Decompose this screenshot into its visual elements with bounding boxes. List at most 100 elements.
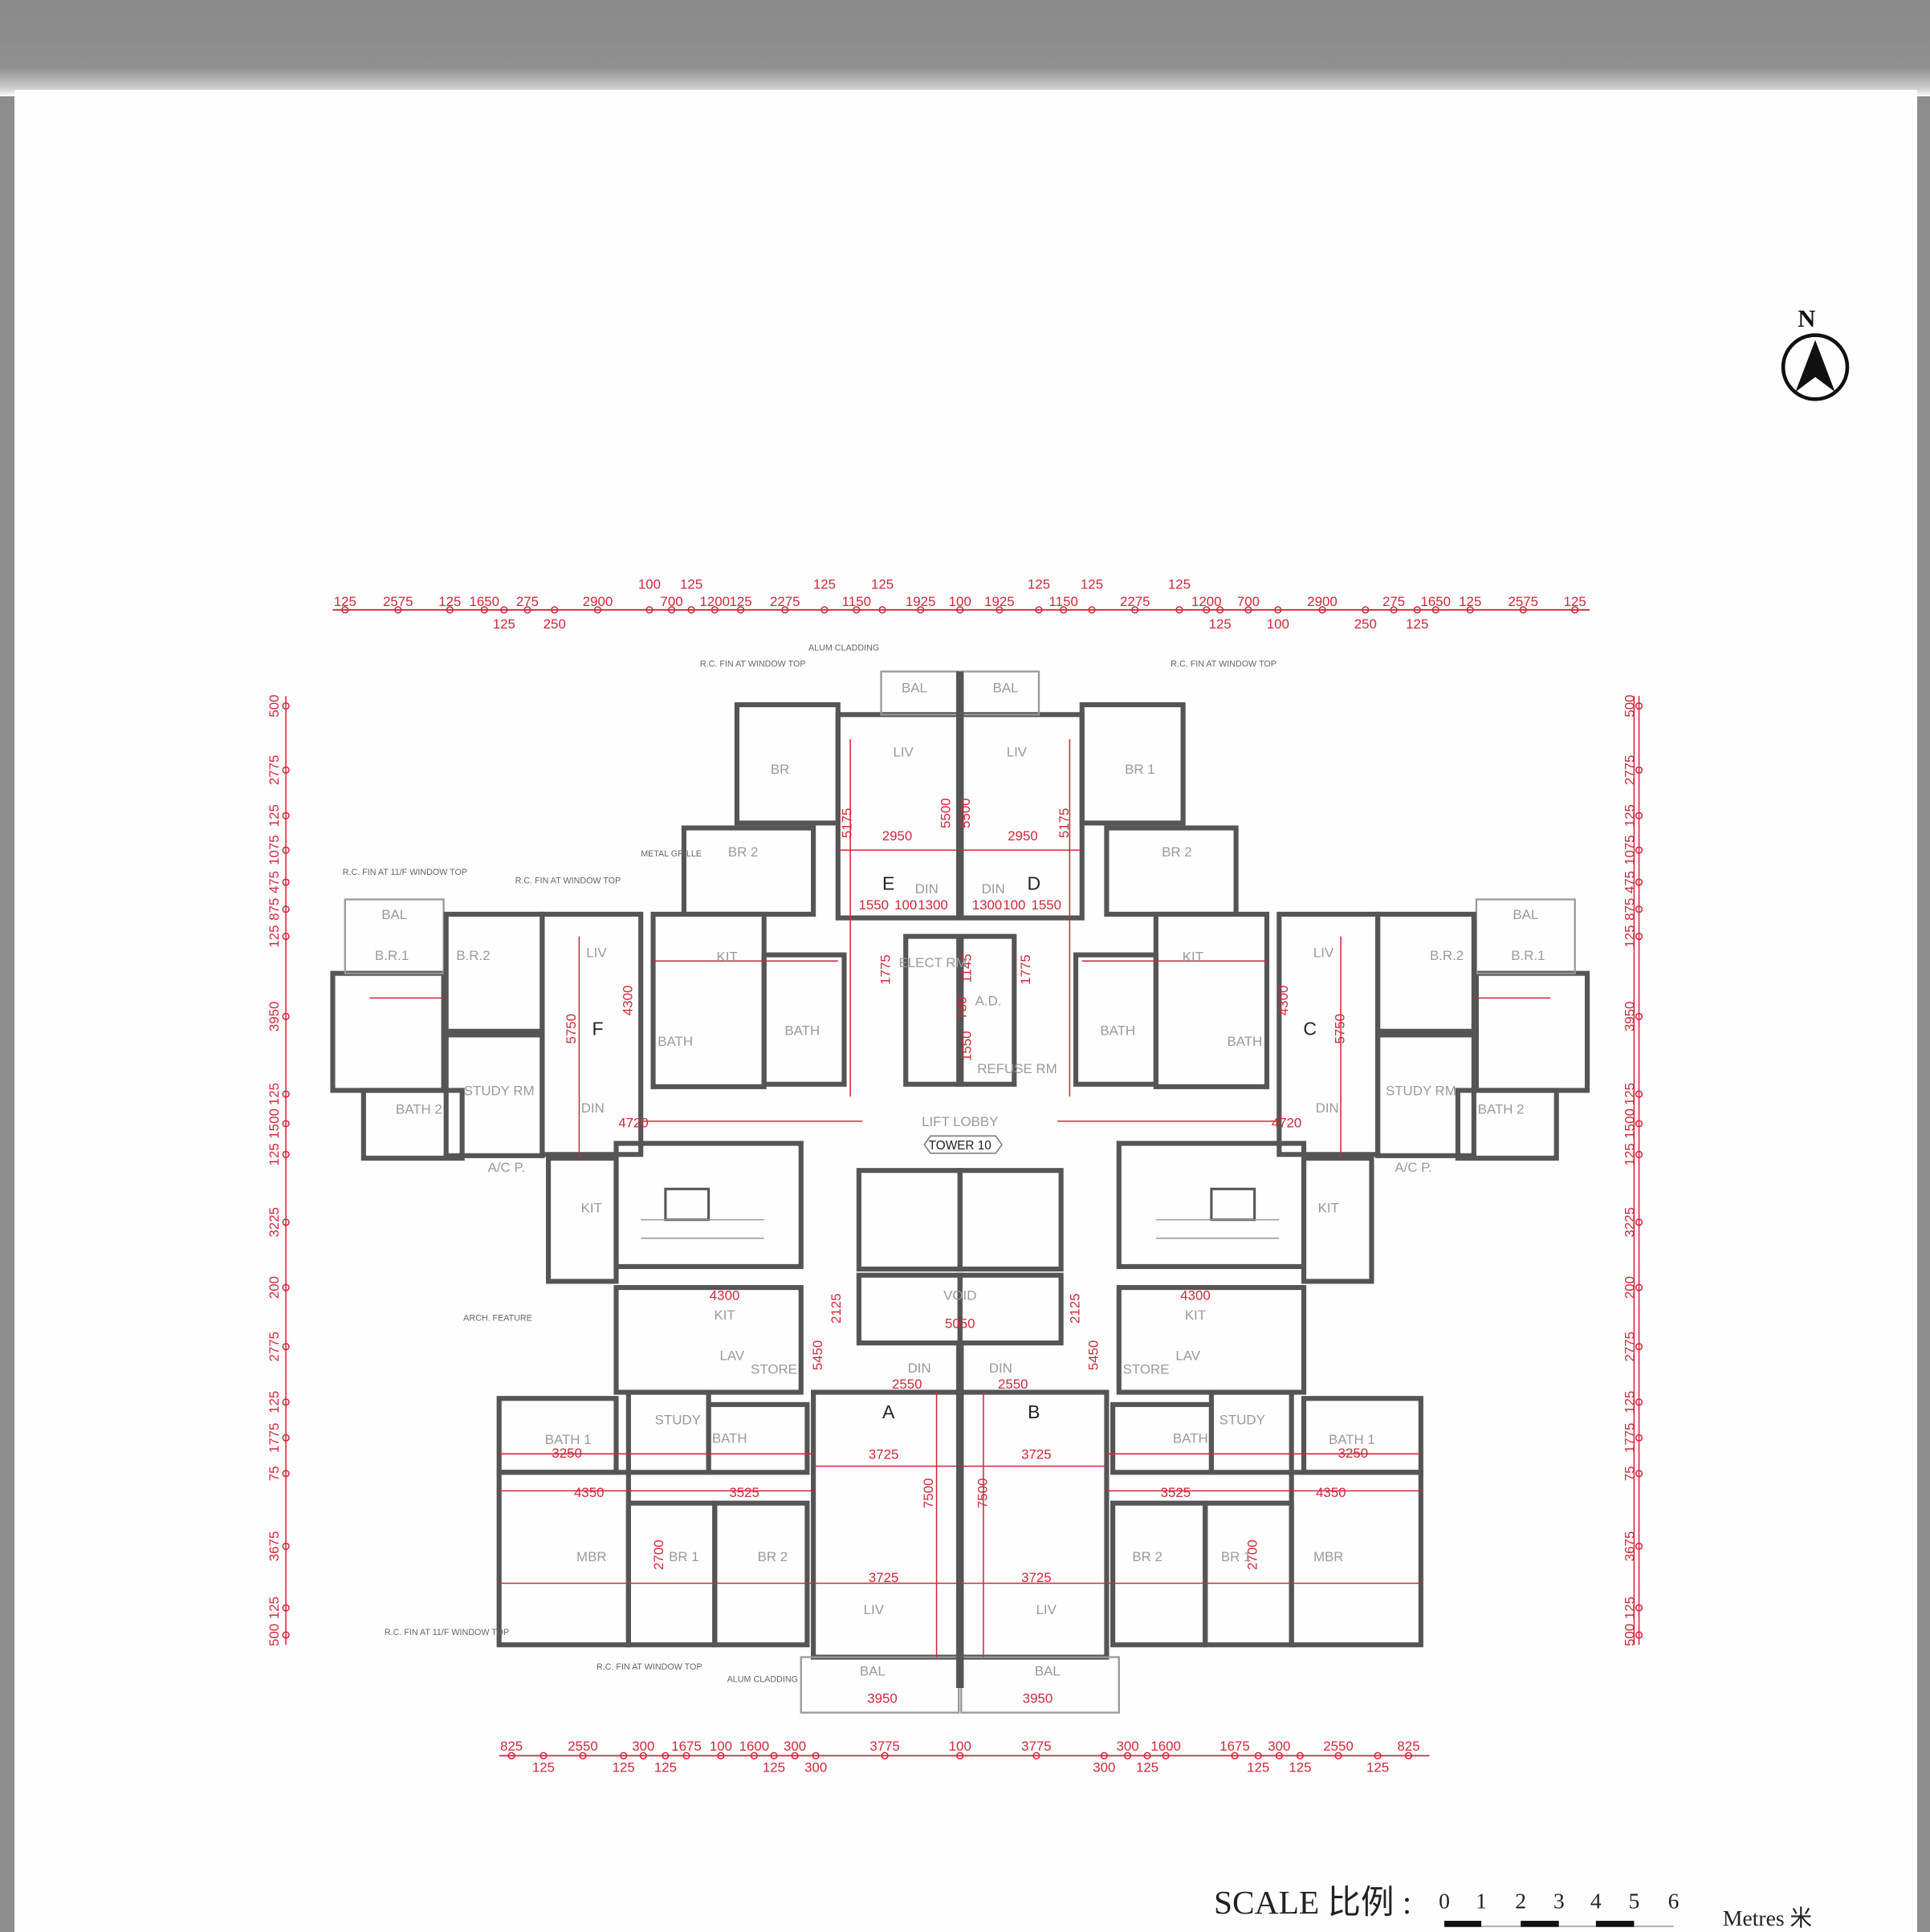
dimension-label: 1500 — [1622, 1108, 1637, 1139]
room-label: B.R.1 — [375, 948, 409, 963]
room-label: BATH — [658, 1034, 693, 1049]
dimension-tick — [282, 811, 290, 820]
compass-circle-icon — [1781, 333, 1850, 401]
dimension-label: 5175 — [1057, 808, 1072, 839]
scale-segment — [1481, 1926, 1521, 1927]
dimension-label: 1775 — [1622, 1423, 1637, 1454]
dimension-tick — [711, 606, 719, 614]
annotation-note: ALUM CLADDING — [727, 1674, 798, 1684]
room-label: LIV — [1036, 1602, 1057, 1617]
dimension-tick — [1466, 606, 1474, 614]
dimension-label: 250 — [544, 616, 566, 632]
room-label: LIV — [1007, 744, 1028, 759]
dimension-label: 4300 — [710, 1287, 740, 1303]
dimension-label: 3225 — [267, 1207, 282, 1238]
dimension-label: 1775 — [877, 954, 893, 985]
dimension-tick — [282, 1470, 290, 1478]
dimension-label: 125 — [1289, 1759, 1311, 1775]
dimension-tick — [956, 606, 964, 614]
dimension-tick — [917, 606, 925, 614]
room-label: BR 1 — [669, 1549, 699, 1564]
dimension-label: 125 — [729, 594, 751, 609]
dimension-label: 1600 — [1150, 1739, 1181, 1754]
scale-unit: Metres 米 — [1723, 1906, 1812, 1930]
room-label: BAL — [381, 907, 407, 922]
dimension-label: 1925 — [906, 594, 936, 609]
dimension-tick — [282, 1150, 290, 1158]
dimension-label: 4720 — [618, 1116, 649, 1131]
dimension-tick — [579, 1751, 587, 1759]
dimension-tick — [282, 1398, 290, 1406]
dimension-label: 125 — [267, 1083, 282, 1105]
north-label: N — [1798, 305, 1815, 332]
dimension-tick — [1362, 606, 1370, 614]
scale-segment — [1595, 1921, 1635, 1927]
dimension-label: 125 — [1622, 804, 1637, 827]
dimension-label: 7500 — [921, 1478, 936, 1509]
room-label: LAV — [1175, 1348, 1200, 1364]
dimension-label: 1300 — [918, 897, 948, 913]
scale-tick-label: 3 — [1553, 1889, 1565, 1914]
dimension-tick — [1390, 606, 1398, 614]
dimension-tick — [770, 1751, 778, 1759]
refuse-rm-label: REFUSE RM — [977, 1061, 1057, 1076]
dimension-tick — [1088, 606, 1096, 614]
dimension-tick — [1123, 1751, 1132, 1759]
room-label: BAL — [860, 1664, 886, 1679]
dimension-tick — [1203, 606, 1211, 614]
dimension-label: 125 — [1081, 577, 1103, 592]
room-label: MBR — [1313, 1549, 1344, 1564]
room-label: DIN — [581, 1100, 605, 1116]
dimension-label: 2775 — [1622, 755, 1637, 786]
dimension-tick — [282, 1012, 290, 1020]
room-label: DIN — [989, 1361, 1012, 1376]
room-label: DIN — [982, 881, 1005, 897]
dimension-tick — [881, 1751, 889, 1759]
dimension-label: 3725 — [1021, 1446, 1052, 1462]
room-label: BR 2 — [1162, 844, 1192, 860]
dimension-tick — [996, 606, 1004, 614]
room-label: BAL — [902, 681, 927, 696]
dimension-label: 100 — [894, 897, 917, 913]
dimension-tick — [1274, 606, 1282, 614]
dimension-tick — [1131, 606, 1139, 614]
annotation-note: R.C. FIN AT WINDOW TOP — [515, 877, 621, 886]
dimension-label: 4300 — [1180, 1287, 1211, 1303]
room-label: KIT — [714, 1308, 735, 1323]
dimension-tick — [282, 1542, 290, 1551]
dimension-label: 125 — [532, 1759, 555, 1775]
dimension-label: 3725 — [869, 1446, 899, 1462]
dimension-label: 500 — [267, 694, 282, 717]
dimension-tick — [639, 1751, 647, 1759]
dimension-tick — [791, 1751, 799, 1759]
dimension-tick — [1318, 606, 1326, 614]
dimension-tick — [781, 606, 789, 614]
unit-label-c: C — [1303, 1018, 1317, 1039]
unit-label-f: F — [592, 1018, 603, 1039]
dimension-label: 500 — [1622, 1624, 1637, 1646]
dimension-label: 2575 — [1508, 594, 1538, 609]
dimension-label: 125 — [1136, 1759, 1158, 1775]
dimension-tick — [1374, 1751, 1382, 1759]
dimension-label: 2550 — [998, 1377, 1028, 1392]
dimension-tick — [1413, 606, 1421, 614]
dimension-label: 300 — [1268, 1739, 1290, 1754]
dimension-label: 125 — [1406, 616, 1428, 632]
dimension-label: 125 — [1622, 1143, 1637, 1165]
scan-top-margin — [0, 0, 1930, 96]
dimension-tick — [1231, 1751, 1239, 1759]
dimension-label: 3525 — [729, 1485, 759, 1500]
dimension-label: 125 — [1564, 594, 1586, 609]
room-label: A/C P. — [1395, 1160, 1432, 1175]
dimension-tick — [750, 1751, 759, 1759]
dimension-label: 3950 — [1622, 1002, 1637, 1032]
dimension-label: 3950 — [267, 1002, 282, 1032]
dimension-label: 300 — [784, 1739, 806, 1754]
dimension-label: 1550 — [1031, 897, 1061, 913]
room-label: LIV — [893, 744, 914, 759]
dimension-tick — [1100, 1751, 1108, 1759]
dimension-tick — [1060, 606, 1068, 614]
dimension-label: 300 — [804, 1759, 827, 1775]
dimension-tick — [480, 606, 488, 614]
dimension-label: 125 — [1622, 1596, 1637, 1619]
